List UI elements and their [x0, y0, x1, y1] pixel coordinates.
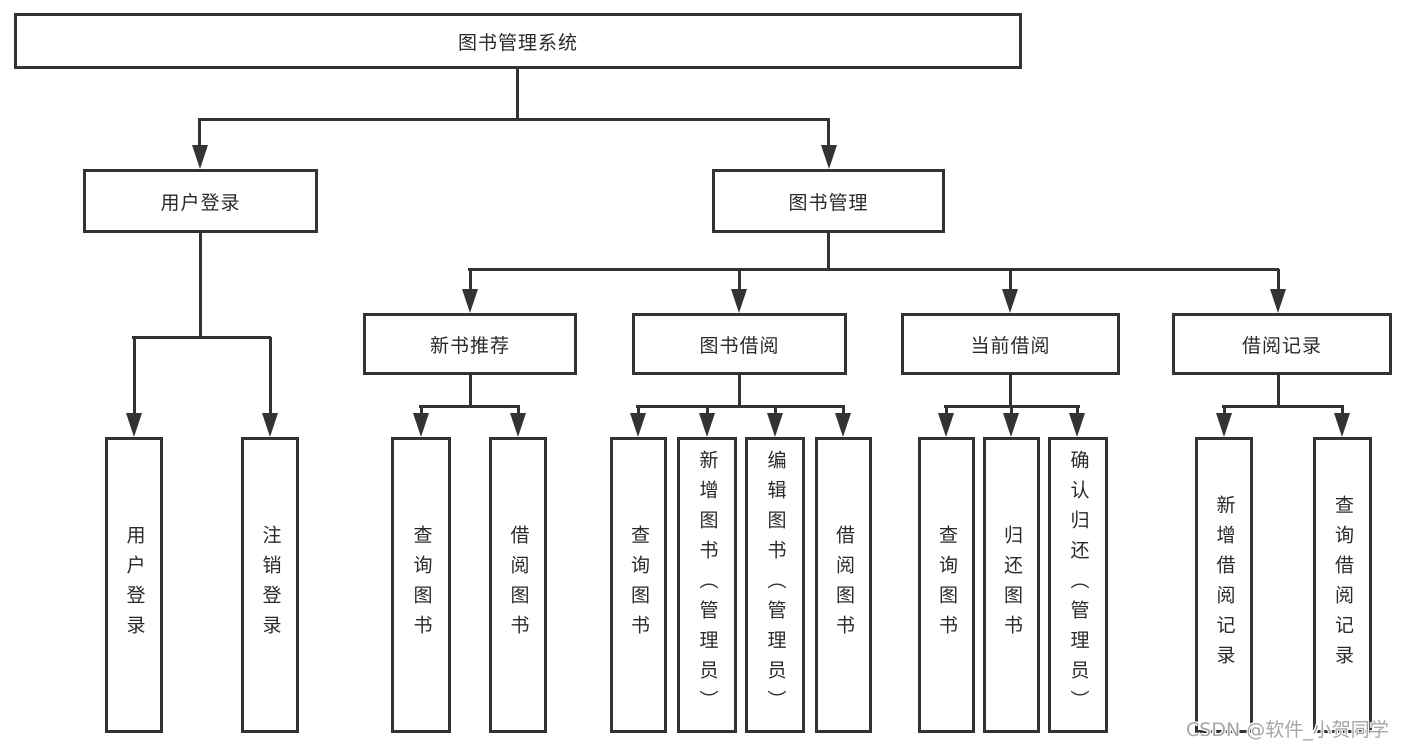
arrowhead-down-icon: [835, 413, 851, 437]
leaf-query-books-current: 查询图书: [918, 437, 975, 733]
connector-stem: [1277, 375, 1280, 408]
leaf-query-books-recommend: 查询图书: [391, 437, 451, 733]
node-label: 借阅图书: [507, 525, 530, 645]
connector-stem: [738, 375, 741, 408]
node-label: 归还图书: [1001, 525, 1023, 645]
node-label: 确认归还（管理员）: [1067, 450, 1090, 720]
connector-arrow-line: [1223, 406, 1226, 417]
node-label: 当前借阅: [970, 334, 1051, 357]
node-label: 新书推荐: [429, 334, 510, 357]
arrowhead-down-icon: [821, 145, 837, 169]
connector-arrow-line: [269, 337, 272, 417]
node-label: 借阅记录: [1241, 334, 1322, 357]
connector-branch: [132, 336, 271, 339]
connector-arrow-line: [842, 406, 845, 417]
leaf-edit-books-admin: 编辑图书（管理员）: [745, 437, 805, 733]
connector-stem: [516, 69, 519, 121]
node-borrow-records: 借阅记录: [1172, 313, 1392, 375]
leaf-return-books: 归还图书: [983, 437, 1040, 733]
connector-arrow-line: [706, 406, 709, 417]
arrowhead-down-icon: [462, 289, 478, 313]
arrowhead-down-icon: [1270, 289, 1286, 313]
leaf-logout: 注销登录: [241, 437, 299, 733]
node-label: 图书管理: [788, 191, 869, 214]
connector-stem: [827, 233, 830, 271]
watermark: CSDN @软件_小贺同学: [1186, 719, 1389, 741]
arrowhead-down-icon: [1216, 413, 1232, 437]
connector-arrow-line: [738, 269, 741, 293]
connector-branch: [198, 118, 830, 121]
leaf-borrow-books: 借阅图书: [815, 437, 872, 733]
arrowhead-down-icon: [630, 413, 646, 437]
connector-branch: [636, 405, 845, 408]
node-label: 借阅图书: [833, 525, 855, 645]
connector-arrow-line: [1009, 269, 1012, 293]
connector-branch: [468, 268, 1279, 271]
connector-arrow-line: [774, 406, 777, 417]
connector-arrow-line: [637, 406, 640, 417]
arrowhead-down-icon: [510, 413, 526, 437]
arrowhead-down-icon: [126, 413, 142, 437]
arrowhead-down-icon: [1002, 289, 1018, 313]
leaf-confirm-return-admin: 确认归还（管理员）: [1048, 437, 1108, 733]
node-new-book-recommend: 新书推荐: [363, 313, 577, 375]
node-current-borrowing: 当前借阅: [901, 313, 1120, 375]
arrowhead-down-icon: [1334, 413, 1350, 437]
connector-branch: [419, 405, 520, 408]
connector-arrow-line: [1277, 269, 1280, 293]
node-label: 新增图书（管理员）: [696, 450, 719, 720]
node-label: 编辑图书（管理员）: [764, 450, 787, 720]
arrowhead-down-icon: [262, 413, 278, 437]
arrowhead-down-icon: [731, 289, 747, 313]
arrowhead-down-icon: [938, 413, 954, 437]
node-book-management: 图书管理: [712, 169, 945, 233]
node-root: 图书管理系统: [14, 13, 1022, 69]
node-label: 查询图书: [936, 525, 958, 645]
connector-stem: [469, 375, 472, 408]
node-label: 图书借阅: [699, 334, 780, 357]
connector-branch: [1222, 405, 1344, 408]
node-label: 注销登录: [259, 525, 282, 645]
connector-arrow-line: [827, 119, 830, 149]
connector-stem: [199, 233, 202, 339]
connector-arrow-line: [133, 337, 136, 417]
leaf-query-books-borrowing: 查询图书: [610, 437, 667, 733]
arrowhead-down-icon: [413, 413, 429, 437]
arrowhead-down-icon: [192, 145, 208, 169]
node-book-borrowing: 图书借阅: [632, 313, 847, 375]
node-label: 用户登录: [160, 191, 241, 214]
connector-arrow-line: [517, 406, 520, 417]
leaf-add-borrow-record: 新增借阅记录: [1195, 437, 1253, 733]
connector-arrow-line: [420, 406, 423, 417]
arrowhead-down-icon: [1003, 413, 1019, 437]
connector-stem: [1009, 375, 1012, 408]
leaf-query-borrow-record: 查询借阅记录: [1313, 437, 1372, 733]
node-label: 新增借阅记录: [1213, 495, 1236, 675]
connector-arrow-line: [945, 406, 948, 417]
connector-arrow-line: [1076, 406, 1079, 417]
arrowhead-down-icon: [699, 413, 715, 437]
connector-arrow-line: [1341, 406, 1344, 417]
connector-arrow-line: [469, 269, 472, 293]
leaf-user-login: 用户登录: [105, 437, 163, 733]
node-label: 查询图书: [628, 525, 650, 645]
leaf-borrow-books-recommend: 借阅图书: [489, 437, 547, 733]
node-label: 查询图书: [410, 525, 433, 645]
node-label: 查询借阅记录: [1332, 495, 1354, 675]
arrowhead-down-icon: [767, 413, 783, 437]
connector-arrow-line: [198, 119, 201, 149]
node-label: 图书管理系统: [457, 31, 578, 54]
node-label: 用户登录: [123, 525, 146, 645]
connector-arrow-line: [1010, 406, 1013, 417]
node-user-login: 用户登录: [83, 169, 318, 233]
arrowhead-down-icon: [1069, 413, 1085, 437]
leaf-add-books-admin: 新增图书（管理员）: [677, 437, 737, 733]
